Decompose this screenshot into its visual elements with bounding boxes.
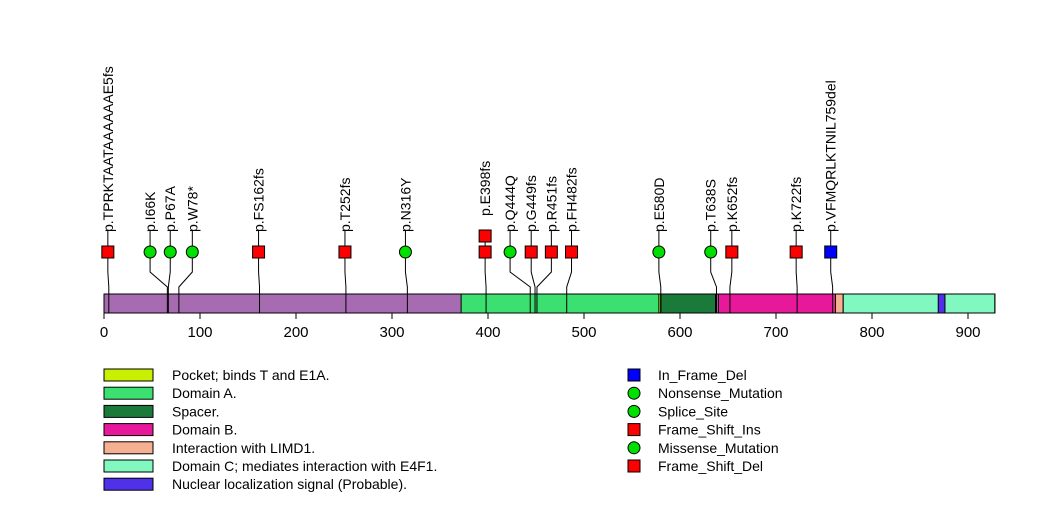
legend-domain-label: Spacer. [172, 403, 219, 419]
legend-type-circle-icon [627, 404, 641, 418]
mutation-label: p.K652fs [724, 177, 740, 232]
axis-tick-label: 900 [955, 324, 980, 341]
mutation-lollipop: p.K722fs [788, 177, 804, 313]
legend-type-label: Missense_Mutation [658, 440, 779, 456]
mutation-marker-circle [398, 245, 412, 259]
legend-domain-swatch [103, 477, 154, 491]
domain-domain-a [460, 293, 661, 314]
mutation-marker-circle [503, 245, 517, 259]
mutation-marker-circle [163, 245, 177, 259]
mutation-lollipop: p.I66K [142, 191, 168, 313]
mutation-label: p.T252fs [337, 178, 353, 232]
legend-domain-swatch [103, 368, 154, 382]
mutation-marker-square [725, 245, 739, 259]
mutation-lollipop: p.N316Y [397, 177, 413, 313]
legend-domain-label: Domain A. [172, 385, 237, 401]
mutation-lollipop: p.FH482fs [564, 167, 580, 313]
legend-type-label: Splice_Site [658, 403, 728, 419]
mutation-marker-square [789, 245, 803, 259]
mutation-marker-square [544, 245, 558, 259]
axis-tick-label: 200 [283, 324, 308, 341]
mutation-lollipop: p.TPRKTAATAAAAAAE5fs [100, 66, 116, 313]
legend-type-label: In_Frame_Del [658, 367, 747, 383]
mutation-label: p.FH482fs [564, 167, 580, 232]
legend-domain-swatch [103, 459, 154, 473]
axis-tick-label: 300 [379, 324, 404, 341]
legend-type-square-icon [627, 423, 641, 437]
mutation-lollipop: p.T638S [703, 179, 719, 313]
legend-domain-label: Nuclear localization signal (Probable). [172, 476, 407, 492]
mutation-lollipop: p.E398fs [477, 161, 493, 313]
domain-interaction-with-limd1 [835, 293, 844, 314]
mutation-label: p.K722fs [788, 177, 804, 232]
legend-type-circle-icon [627, 386, 641, 400]
mutation-lollipop: p.VFMQRLKTNIL759del [823, 80, 839, 313]
mutation-lollipop: p.E580D [651, 178, 667, 313]
mutation-label: p.I66K [142, 191, 158, 232]
mutation-label: p.R451fs [543, 176, 559, 232]
legend-type-square-icon [627, 368, 641, 382]
mutation-label: p.P67A [162, 185, 178, 232]
axis-tick-label: 100 [187, 324, 212, 341]
legend-type-label: Frame_Shift_Del [658, 458, 763, 474]
legend-domain-label: Pocket; binds T and E1A. [172, 367, 329, 383]
mutation-lollipop: p.Q444Q [502, 175, 531, 313]
protein-bar-outline [103, 293, 996, 314]
mutation-label: p.Q444Q [502, 175, 518, 232]
mutation-lollipop: p.T252fs [337, 178, 353, 313]
legend-domain-swatch [103, 404, 154, 418]
mutation-marker-circle [704, 245, 718, 259]
mutation-label: p.FS162fs [251, 168, 267, 232]
mutation-lollipop: p.R451fs [536, 176, 559, 313]
mutation-label: p.G449fs [523, 175, 539, 232]
axis-tick-label: 700 [763, 324, 788, 341]
mutation-label: p.VFMQRLKTNIL759del [823, 80, 839, 232]
mutation-marker-circle [652, 245, 666, 259]
mutation-marker-square [824, 245, 838, 259]
axis-tick-label: 600 [667, 324, 692, 341]
legend-domain-label: Domain C; mediates interaction with E4F1… [172, 458, 437, 474]
mutation-lollipop: p.G449fs [523, 175, 539, 313]
legend-domain-swatch [103, 423, 154, 437]
mutation-label: p.TPRKTAATAAAAAAE5fs [100, 66, 116, 232]
mutation-marker-square [524, 245, 538, 259]
mutation-marker-square [101, 245, 115, 259]
mutation-lollipop: p.K652fs [724, 177, 740, 313]
domain-domain-c-mediates-interaction-with-e4f1 [842, 293, 996, 314]
mutation-marker-square [338, 245, 352, 259]
legend-type-label: Nonsense_Mutation [658, 385, 783, 401]
mutation-marker-square [478, 245, 492, 259]
mutation-marker-circle [185, 245, 199, 259]
axis-tick-label: 400 [475, 324, 500, 341]
mutation-label: p.E398fs [477, 161, 493, 216]
mutation-lollipop: p.FS162fs [251, 168, 267, 313]
mutation-label: p.T638S [703, 179, 719, 232]
axis-tick-label: 0 [100, 324, 108, 341]
legend-domain-label: Interaction with LIMD1. [172, 440, 315, 456]
legend-domain-label: Domain B. [172, 422, 237, 438]
legend-type-label: Frame_Shift_Ins [658, 422, 761, 438]
axis-tick-label: 800 [859, 324, 884, 341]
legend-domain-swatch [103, 441, 154, 455]
legend-type-circle-icon [627, 441, 641, 455]
mutation-marker-square [565, 245, 579, 259]
legend-domain-swatch [103, 386, 154, 400]
domain-spacer [660, 293, 717, 314]
mutation-label: p.W78* [184, 186, 200, 232]
legend-type-square-icon [627, 459, 641, 473]
mutation-lollipop: p.P67A [162, 185, 178, 313]
mutation-marker-square [478, 229, 492, 243]
domain-domain-b [717, 293, 837, 314]
mutation-label: p.N316Y [397, 177, 413, 232]
mutation-marker-circle [143, 245, 157, 259]
axis-tick-label: 500 [571, 324, 596, 341]
mutation-label: p.E580D [651, 178, 667, 232]
mutation-marker-square [252, 245, 266, 259]
domain-nuclear-localization-signal-probable [937, 293, 946, 314]
mutation-lollipop: p.W78* [178, 186, 200, 313]
